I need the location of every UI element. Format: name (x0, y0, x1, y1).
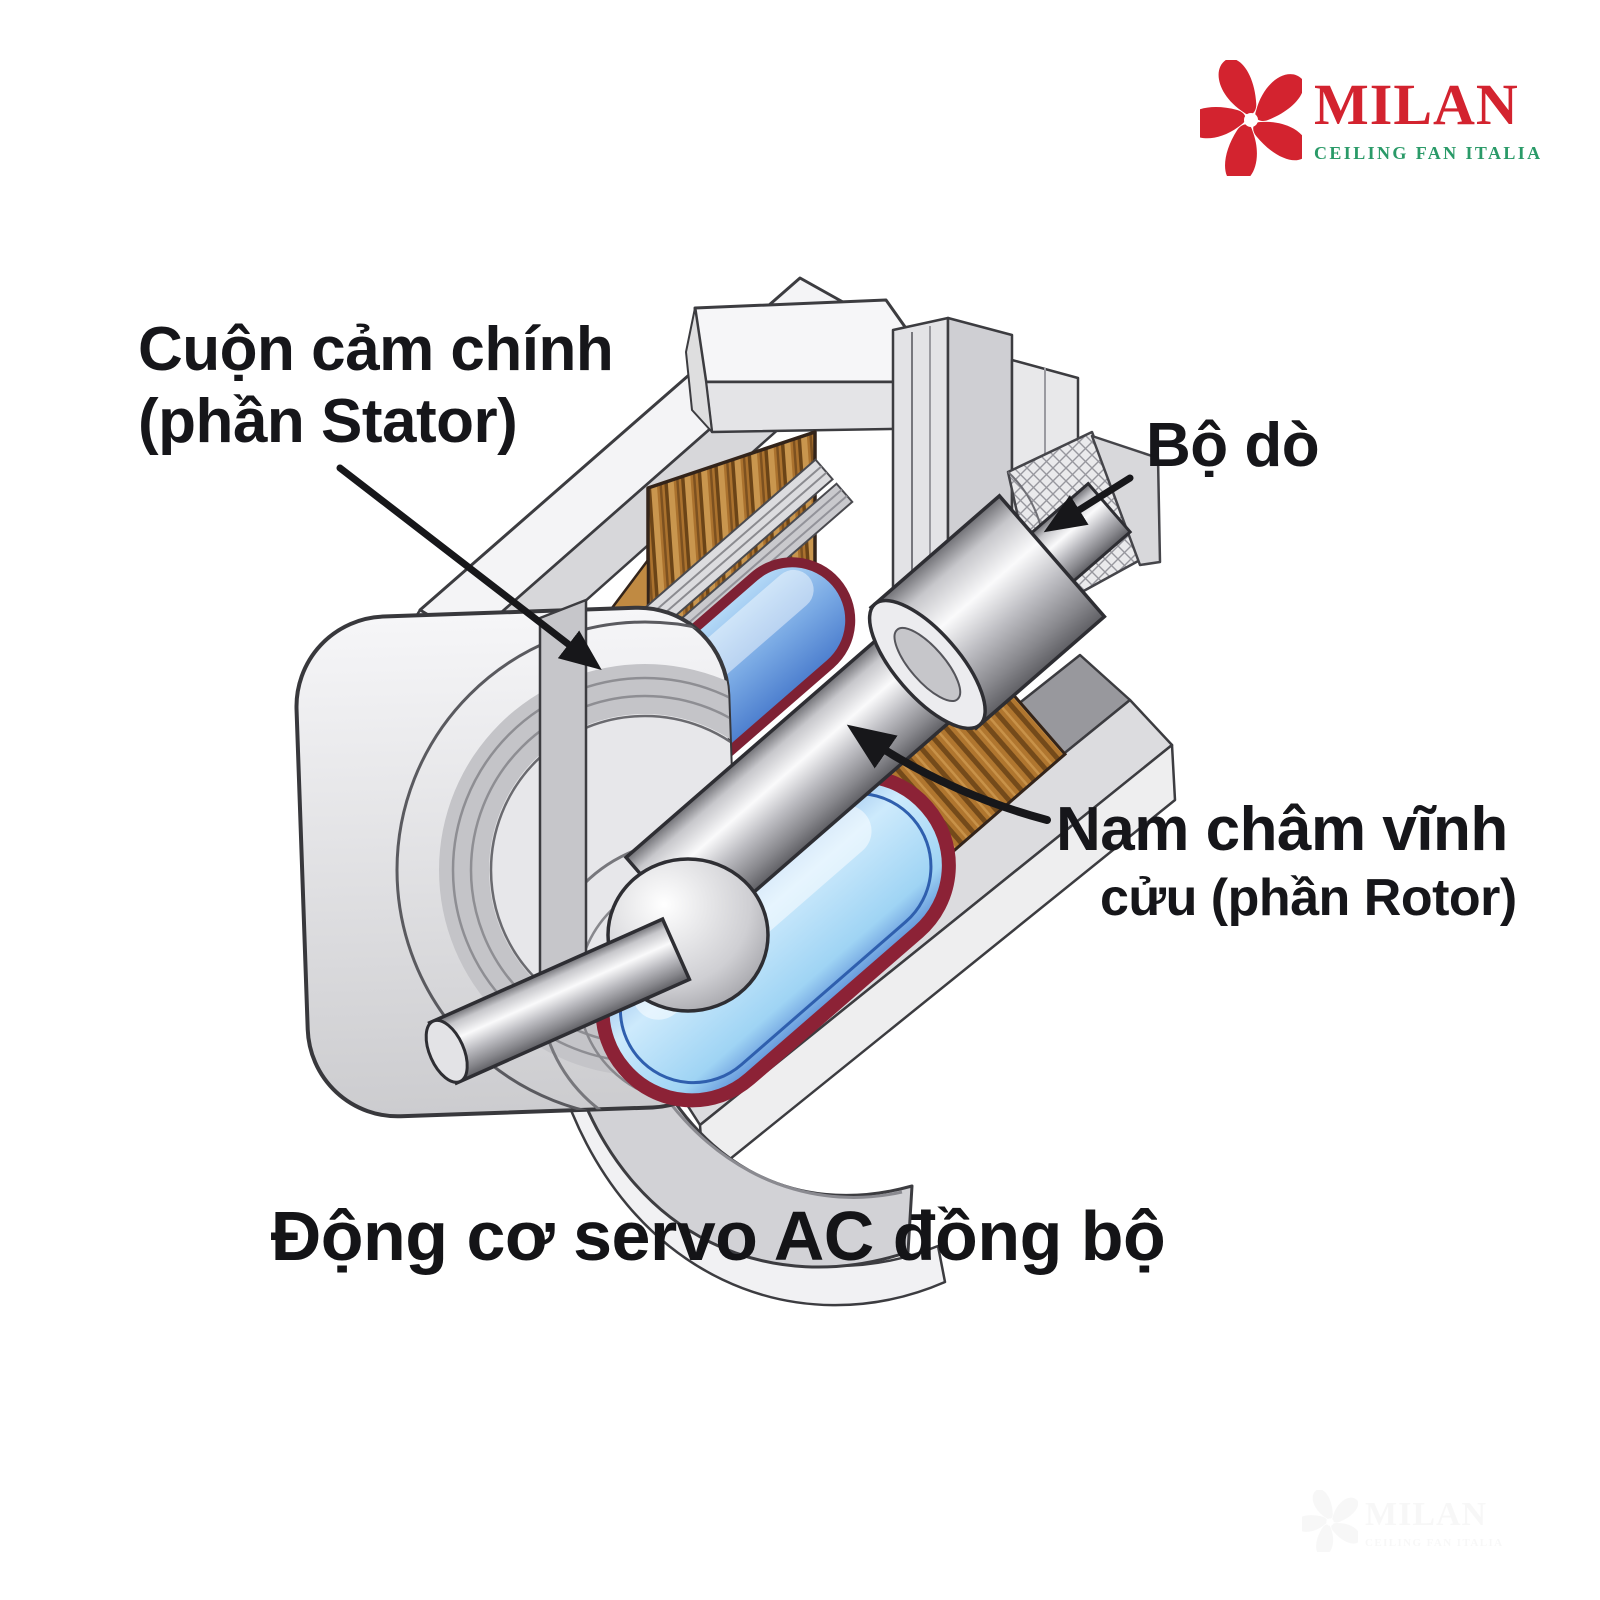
watermark-logo: MILAN CEILING FAN ITALIA (1302, 1490, 1503, 1552)
label-detector: Bộ dò (1146, 411, 1320, 480)
bearing-collar (867, 481, 1133, 731)
label-stator-line2: (phần Stator) (138, 386, 518, 456)
label-rotor-line2: cửu (phần Rotor) (1100, 869, 1517, 927)
shaft-front (424, 916, 692, 1086)
arrow-rotor (846, 724, 1051, 824)
arrow-stator (336, 464, 602, 670)
label-stator: Cuộn cảm chính (phần Stator) (138, 314, 614, 458)
brand-tagline: CEILING FAN ITALIA (1314, 143, 1543, 163)
brand-name: MILAN (1314, 72, 1519, 137)
arrow-detector (1043, 474, 1134, 533)
fan-pinwheel-icon (1200, 60, 1302, 176)
label-stator-line1: Cuộn cảm chính (138, 315, 614, 384)
watermark-brand-tagline: CEILING FAN ITALIA (1365, 1537, 1504, 1549)
diagram-caption: Động cơ servo AC đồng bộ (270, 1197, 1166, 1275)
watermark-brand-name: MILAN (1365, 1496, 1488, 1533)
brand-logo: MILAN CEILING FAN ITALIA (1200, 60, 1543, 176)
label-rotor-line1: Nam châm vĩnh (1056, 795, 1508, 864)
terminal-box (685, 298, 952, 434)
logo-texts: MILAN CEILING FAN ITALIA (1314, 72, 1543, 163)
watermark-fan-icon (1302, 1490, 1358, 1552)
